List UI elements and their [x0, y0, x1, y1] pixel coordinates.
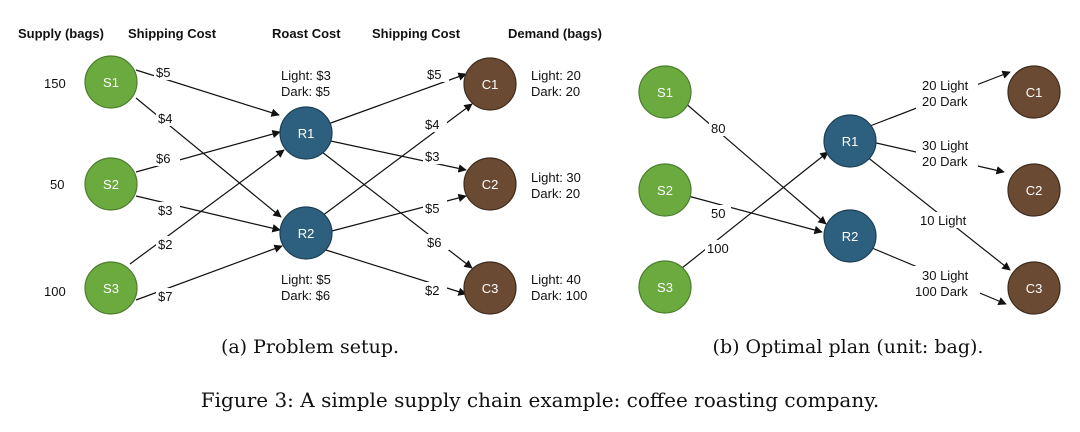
node-s3-label: S3	[103, 281, 119, 296]
plan-edge-s1-r2	[683, 101, 827, 225]
cost-r1-c3: $6	[427, 235, 441, 250]
plan-node-s2-label: S2	[657, 183, 673, 198]
flow-r1-c1-dark: 20 Dark	[922, 94, 968, 109]
cost-r1-c2: $3	[425, 149, 439, 164]
plan-node-r1: R1	[823, 114, 877, 168]
plan-node-c1-label: C1	[1026, 85, 1043, 100]
header-shipping-cost-2: Shipping Cost	[372, 26, 461, 41]
plan-node-c2: C2	[1007, 163, 1061, 217]
cost-s3-r2: $7	[158, 289, 172, 304]
cost-s1-r1: $5	[156, 65, 170, 80]
roast-r2-light: Light: $5	[281, 272, 331, 287]
roast-r2-dark: Dark: $6	[281, 288, 330, 303]
cost-r2-c1: $4	[425, 117, 439, 132]
cost-s3-r1: $2	[158, 237, 172, 252]
node-r2-label: R2	[298, 226, 315, 241]
node-r2: R2	[279, 206, 333, 260]
edge-r2-c1	[321, 103, 473, 217]
edge-labels-a: $5 $4 $6 $3 $2 $7 $5 $4 $3 $5 $6 $2	[154, 64, 449, 304]
caption-b: (b) Optimal plan (unit: bag).	[713, 336, 984, 358]
node-s1-label: S1	[103, 75, 119, 90]
node-c3-label: C3	[482, 281, 499, 296]
flow-r1-c2-dark: 20 Dark	[922, 154, 968, 169]
node-c1-label: C1	[482, 77, 499, 92]
plan-node-r2: R2	[823, 209, 877, 263]
demand-c1-dark: Dark: 20	[531, 84, 580, 99]
node-c2-label: C2	[482, 177, 499, 192]
cost-s2-r2: $3	[158, 203, 172, 218]
plan-node-s1-label: S1	[657, 85, 673, 100]
supply-s1: 150	[44, 76, 66, 91]
panel-a: Supply (bags) Shipping Cost Roast Cost S…	[18, 26, 602, 358]
panel-b: 80 50 100 20 Light 20 Dark 30 Light 20 D…	[638, 65, 1061, 358]
figure-caption: Figure 3: A simple supply chain example:…	[201, 388, 880, 412]
flow-r2-c3-dark: 100 Dark	[915, 284, 968, 299]
node-r1: R1	[279, 106, 333, 160]
plan-edge-s2-r2	[687, 195, 823, 235]
plan-node-c1: C1	[1007, 65, 1061, 119]
roast-r1-dark: Dark: $5	[281, 84, 330, 99]
plan-edge-s3-r1	[681, 151, 829, 269]
edge-r1-c3	[321, 151, 473, 269]
cost-s2-r1: $6	[156, 151, 170, 166]
flow-r1-c1-light: 20 Light	[922, 78, 969, 93]
edge-s3-r1	[129, 149, 285, 265]
cost-r2-c2: $5	[425, 201, 439, 216]
roast-r1-light: Light: $3	[281, 68, 331, 83]
header-supply: Supply (bags)	[18, 26, 104, 41]
node-c1: C1	[463, 57, 517, 111]
plan-node-c2-label: C2	[1026, 183, 1043, 198]
plan-node-s1: S1	[638, 65, 692, 119]
edge-r1-c2	[325, 139, 467, 173]
header-shipping-cost-1: Shipping Cost	[128, 26, 217, 41]
node-c3: C3	[463, 261, 517, 315]
flow-s2-r2: 50	[711, 206, 725, 221]
flow-r1-c3: 10 Light	[920, 213, 967, 228]
cost-s1-r2: $4	[158, 111, 172, 126]
node-r1-label: R1	[298, 126, 315, 141]
cost-r2-c3: $2	[425, 283, 439, 298]
flow-r1-c2-light: 30 Light	[922, 138, 969, 153]
caption-a: (a) Problem setup.	[221, 336, 399, 358]
demand-c3-light: Light: 40	[531, 272, 581, 287]
demand-c3-dark: Dark: 100	[531, 288, 587, 303]
edge-s2-r2	[135, 195, 281, 233]
plan-node-c3: C3	[1007, 261, 1061, 315]
header-demand: Demand (bags)	[508, 26, 602, 41]
header-roast-cost: Roast Cost	[272, 26, 341, 41]
node-s2: S2	[84, 157, 138, 211]
node-s3: S3	[84, 261, 138, 315]
flow-s1-r2: 80	[711, 121, 725, 136]
node-s1: S1	[84, 55, 138, 109]
demand-c1-light: Light: 20	[531, 68, 581, 83]
demand-c2-light: Light: 30	[531, 170, 581, 185]
plan-node-s3-label: S3	[657, 280, 673, 295]
plan-node-r2-label: R2	[842, 229, 859, 244]
edge-r1-c1	[327, 72, 467, 125]
plan-node-s2: S2	[638, 163, 692, 217]
supply-s2: 50	[50, 177, 64, 192]
supply-s3: 100	[44, 284, 66, 299]
node-c2: C2	[463, 157, 517, 211]
plan-node-r1-label: R1	[842, 134, 859, 149]
plan-node-s3: S3	[638, 260, 692, 314]
plan-node-c3-label: C3	[1026, 281, 1043, 296]
edge-labels-b: 80 50 100 20 Light 20 Dark 30 Light 20 D…	[705, 78, 980, 299]
flow-r2-c3-light: 30 Light	[922, 268, 969, 283]
flow-s3-r1: 100	[707, 241, 729, 256]
node-s2-label: S2	[103, 177, 119, 192]
cost-r1-c1: $5	[427, 67, 441, 82]
demand-c2-dark: Dark: 20	[531, 186, 580, 201]
